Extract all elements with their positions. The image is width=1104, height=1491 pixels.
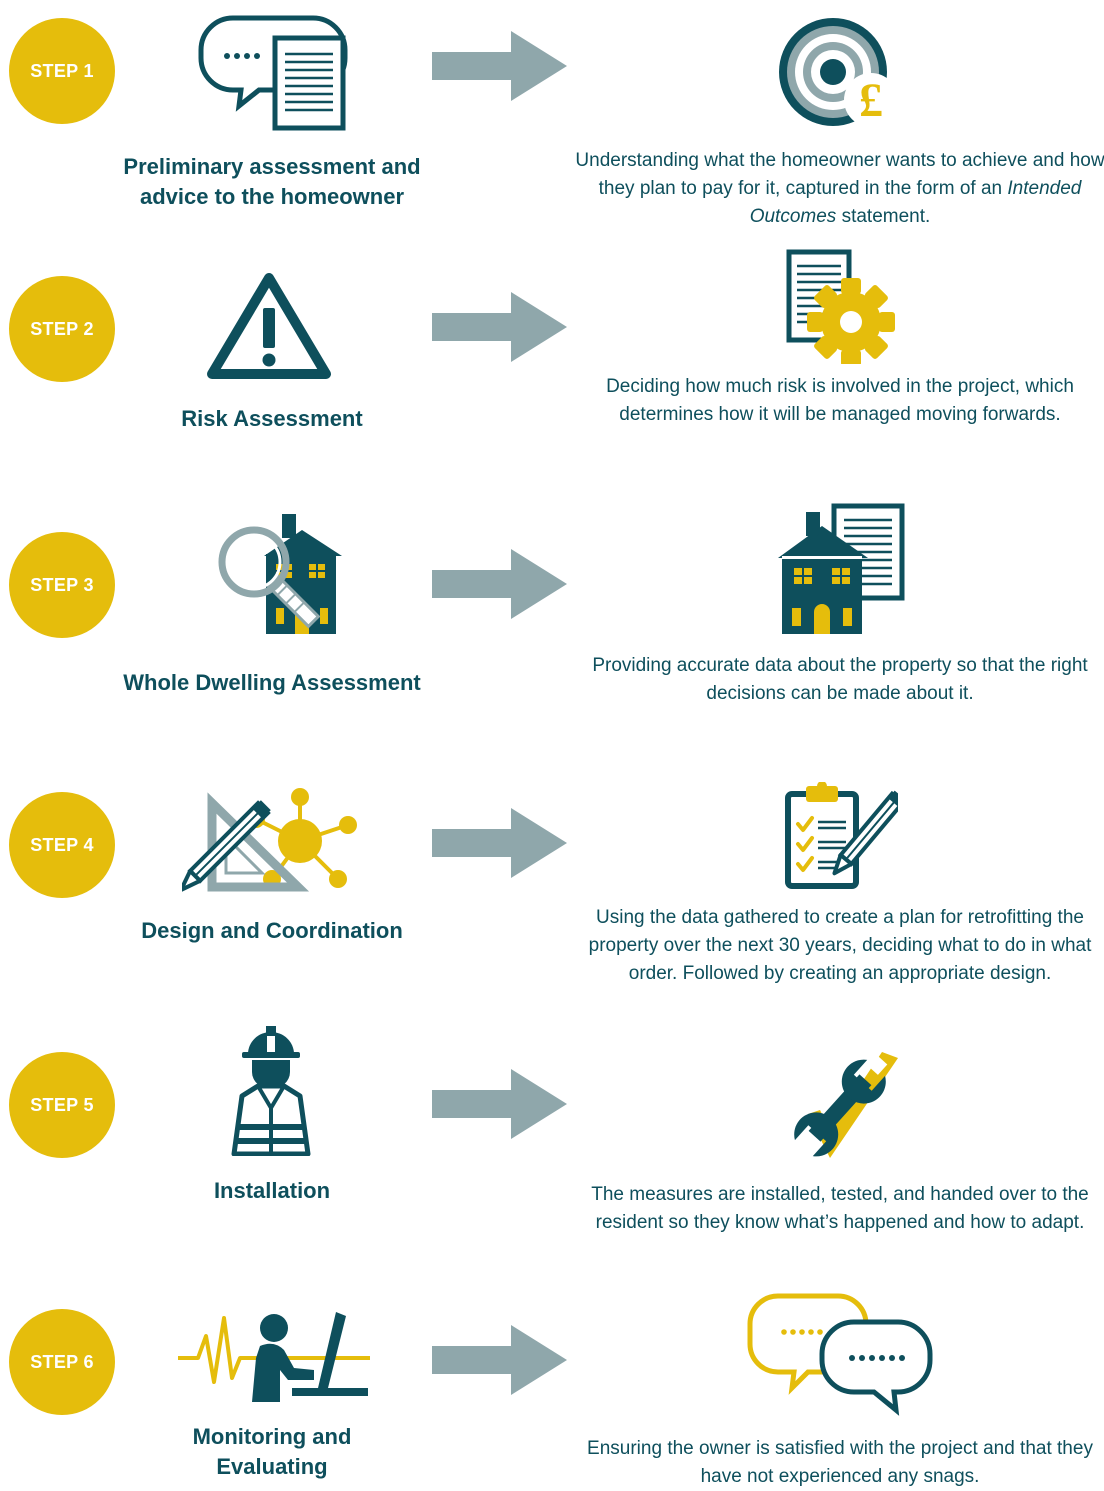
house-document-icon (778, 503, 905, 634)
step-2-arrow-icon (432, 292, 567, 362)
step-3-title: Whole Dwelling Assessment (123, 670, 421, 695)
step-5-arrow-icon (432, 1069, 567, 1139)
step-3-description: Providing accurate data about the proper… (592, 655, 1088, 704)
warning-triangle-icon (207, 273, 331, 379)
step-1-title: Preliminary assessment and advice to the… (123, 154, 421, 209)
step-4-arrow-icon (432, 808, 567, 878)
step-5-badge: STEP 5 (9, 1052, 115, 1158)
step-4-badge: STEP 4 (9, 792, 115, 898)
step-5-description: The measures are installed, tested, and … (591, 1184, 1089, 1233)
step-4-title: Design and Coordination (141, 918, 403, 943)
design-tools-network-icon (182, 788, 357, 893)
wrench-check-icon (792, 1052, 898, 1160)
step-1-description: Understanding what the homeowner wants t… (575, 150, 1104, 227)
step-6-arrow-icon (432, 1325, 567, 1395)
document-gear-icon (786, 249, 895, 364)
construction-worker-icon (231, 1026, 311, 1156)
step-5-title: Installation (213, 1178, 331, 1203)
step-6-title: Monitoring and Evaluating (192, 1424, 352, 1479)
step-1-arrow-icon (432, 31, 567, 101)
house-magnifier-icon (218, 514, 342, 634)
svg-text:£: £ (859, 74, 883, 127)
clipboard-checklist-icon (785, 782, 898, 889)
target-pound-icon: £ (779, 18, 898, 127)
conversation-bubbles-icon (747, 1293, 933, 1416)
step-1-badge: STEP 1 (9, 18, 115, 124)
step-4-description: Using the data gathered to create a plan… (588, 907, 1092, 984)
step-3-badge: STEP 3 (9, 532, 115, 638)
step-6-badge: STEP 6 (9, 1309, 115, 1415)
step-2-description: Deciding how much risk is involved in th… (606, 376, 1074, 425)
speech-bubble-document-icon (198, 15, 348, 131)
step-3-arrow-icon (432, 549, 567, 619)
step-6-description: Ensuring the owner is satisfied with the… (587, 1438, 1093, 1487)
person-monitoring-icon (178, 1312, 370, 1402)
step-2-badge: STEP 2 (9, 276, 115, 382)
step-2-title: Risk Assessment (181, 406, 363, 431)
